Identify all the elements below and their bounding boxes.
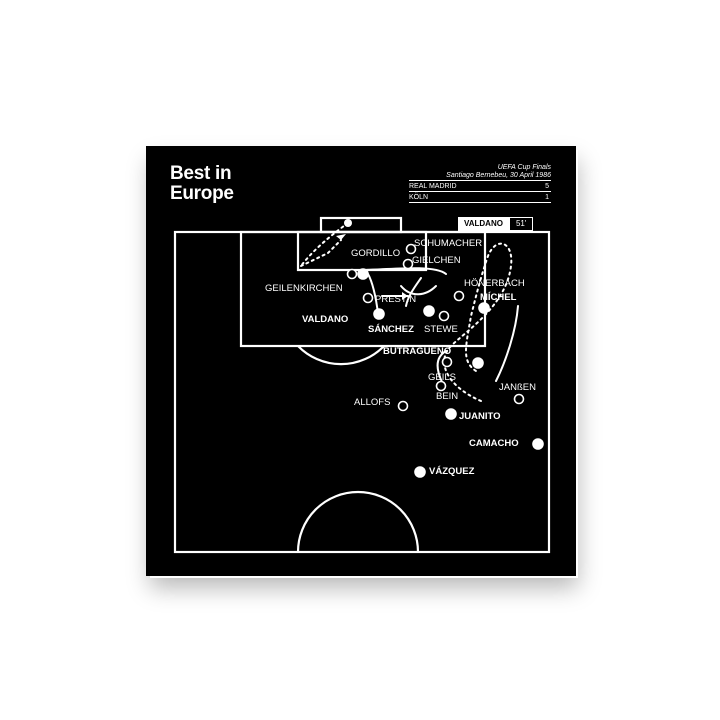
player-label-stewe: STEWE [424,324,458,335]
player-label-geils: GEILS [428,372,456,383]
team-score: 1 [545,194,549,201]
marker-allofs [397,400,409,412]
marker-camacho [532,438,544,450]
goal-minute: 51' [508,217,534,231]
player-label-prestin: PRESTIN [375,294,417,305]
player-label-allofs: ALLOFS [354,397,391,408]
arrow-head [336,234,346,240]
competition: UEFA Cup Finals [497,164,551,171]
goal-scorer: VALDANO [458,217,509,231]
player-label-vazquez: VÁZQUEZ [429,466,475,477]
michel-run [495,305,519,382]
marker-bein [435,380,447,392]
player-label-valdano: VALDANO [302,314,349,325]
shot-path [300,222,349,267]
score-row-home: REAL MADRID 5 [409,180,551,191]
marker-janssen [513,393,525,405]
centre-circle-arc [296,490,420,553]
team-name: REAL MADRID [409,183,457,190]
team-score: 5 [545,183,549,190]
player-label-butragueno: BUTRAGUENO [383,346,452,357]
score-row-away: KÖLN 1 [409,191,551,203]
player-label-gielchen: GIELCHEN [412,255,461,266]
marker-geilenkirchen [346,268,358,280]
title-line-1: Best in [170,163,232,184]
bein-run [405,277,422,307]
dribble-path-2 [400,285,437,296]
marker-gordillo [357,268,369,280]
run-path-machel [443,242,513,402]
player-label-juanito: JUANITO [459,411,501,422]
player-label-sanchez: SÁNCHEZ [368,324,414,335]
marker-sanchez [423,305,435,317]
team-name: KÖLN [409,194,429,201]
goal-tag: VALDANO 51' [458,217,534,231]
poster: Best in Europe UEFA Cup Finals Santiago … [146,146,576,576]
player-label-camacho: CAMACHO [469,438,519,449]
player-label-bein: BEIN [436,391,459,402]
marker-gielchen [402,258,414,270]
penalty-arc [297,345,385,366]
pass-path-a [300,239,342,267]
marker-geils [441,356,453,368]
marker-prestin [362,292,374,304]
player-label-gordillo: GORDILLO [351,248,401,259]
venue-date: Santiago Bernebeu, 30 April 1986 [446,172,551,179]
arrow-head-2 [402,292,408,300]
marker-schumacher [405,243,417,255]
player-label-geilenkirchen: GEILENKIRCHEN [265,283,343,294]
marker-vazquez [414,466,426,478]
player-label-michel: MÍCHEL [480,292,517,303]
marker-juanito [445,408,457,420]
marker-butragueno [472,357,484,369]
goal [319,216,403,234]
player-label-janssen: JANßEN [499,382,536,393]
dribble-path [365,267,447,275]
poster-title: Best in Europe [170,164,234,204]
player-label-schumacher: SCHUMACHER [414,238,483,249]
marker-honerbach [453,290,465,302]
marker-stewe [438,310,450,322]
marker-michel [478,302,490,314]
match-info: UEFA Cup Finals Santiago Bernebeu, 30 Ap… [409,164,551,203]
title-line-2: Europe [170,183,234,204]
player-label-honerbach: HÖNERBACH [464,278,525,289]
pitch-diagram [173,216,551,554]
marker-valdano [373,308,385,320]
